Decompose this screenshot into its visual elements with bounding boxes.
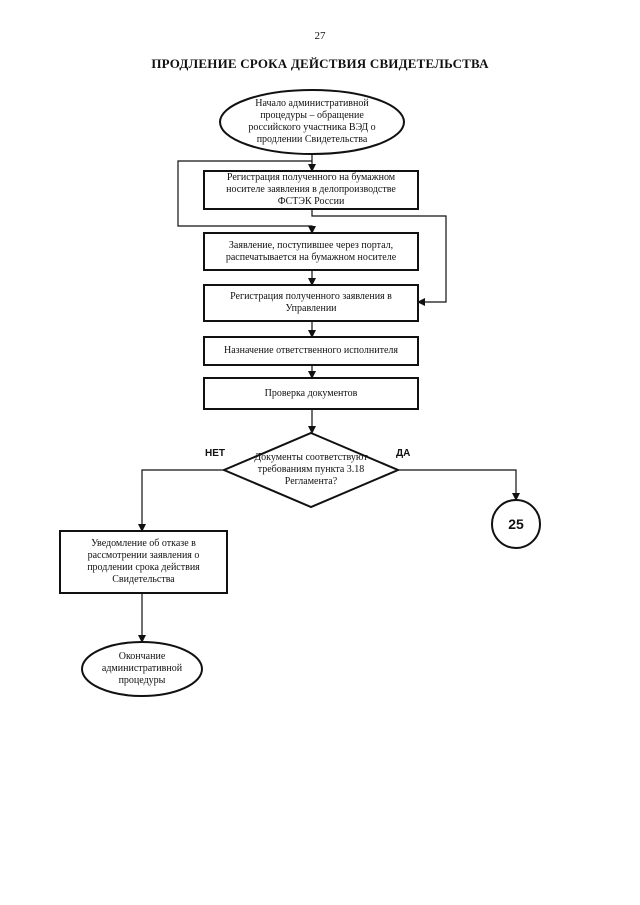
register-paper-text: Регистрация полученного на бумажном носи… <box>226 172 396 207</box>
end-text: Окончание административной процедуры <box>101 651 183 686</box>
check-documents-text: Проверка документов <box>264 387 358 399</box>
assign-executor-text: Назначение ответственного исполнителя <box>223 345 398 356</box>
page-title: ПРОДЛЕНИЕ СРОКА ДЕЙСТВИЯ СВИДЕТЕЛЬСТВА <box>151 56 489 71</box>
portal-print-box <box>203 232 419 271</box>
start-text: Начало административной процедуры – обра… <box>248 98 376 145</box>
arrow-decision-yes <box>398 469 520 501</box>
connector-label: 25 <box>508 516 524 532</box>
yes-label: ДА <box>396 448 411 459</box>
arrow-decision-no <box>138 469 224 532</box>
decision-diamond <box>221 431 401 509</box>
page-number: 27 <box>314 30 326 42</box>
no-label: НЕТ <box>205 448 225 459</box>
refusal-notice-box <box>59 530 228 594</box>
register-paper-box <box>203 170 419 210</box>
arrow-register-to-department <box>311 209 447 306</box>
refusal-notice-text: Уведомление об отказе в рассмотрении зая… <box>87 538 200 585</box>
portal-print-text: Заявление, поступившее через портал, рас… <box>225 239 397 263</box>
arrow-start-to-portal <box>177 160 316 234</box>
decision-text: Документы соответствуют требованиям пунк… <box>254 452 368 487</box>
register-department-text: Регистрация полученного заявления в Упра… <box>230 291 392 314</box>
